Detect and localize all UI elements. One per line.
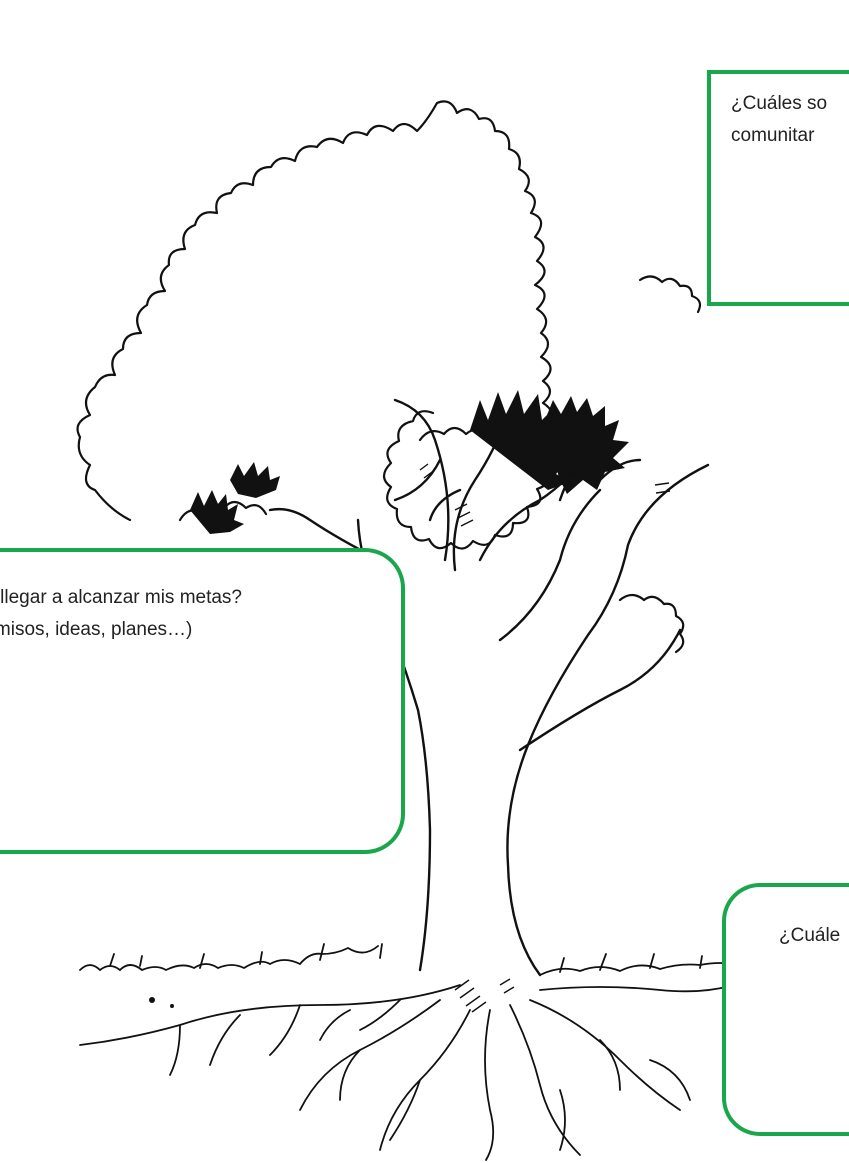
root-main-left [79,984,461,1046]
trunk-outline-right [506,463,710,977]
question-box-middle-left: ro llegar a alcanzar mis metas? romisos,… [0,548,405,854]
question-box-top-right: ¿Cuáles so comunitar [707,70,849,306]
question-middle-line-2: romisos, ideas, planes…) [0,619,193,640]
question-top-line-1: ¿Cuáles so [731,93,828,114]
question-box-bottom-right: ¿Cuále [722,883,849,1136]
canopy-outline [76,100,553,550]
question-bottom-line-1: ¿Cuále [779,925,841,946]
question-middle-line-1: ro llegar a alcanzar mis metas? [0,587,242,608]
ground-line [79,945,379,972]
question-top-line-2: comunitar [731,125,815,146]
